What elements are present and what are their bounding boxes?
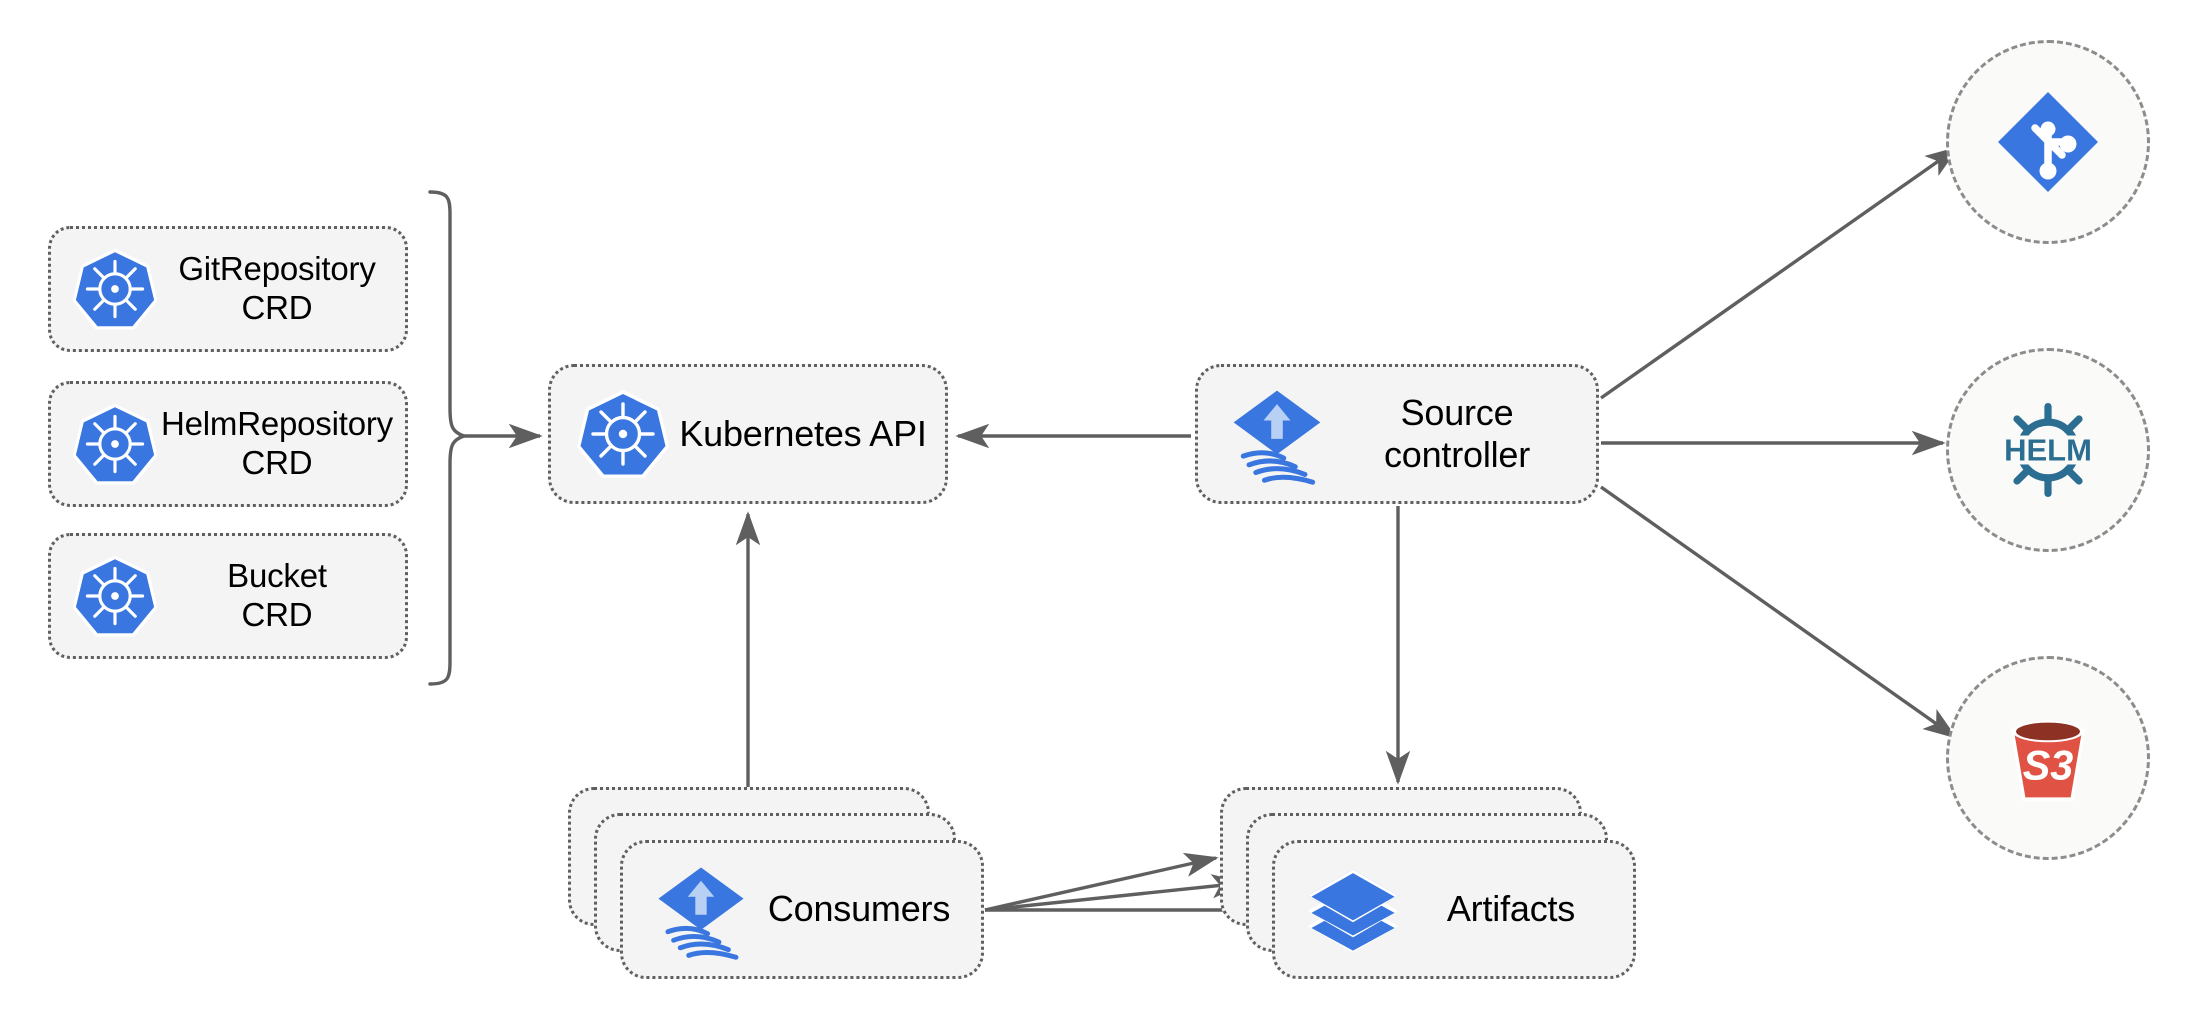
- edge-consumers-to-artifacts-middle: [984, 874, 1246, 912]
- edge-source-to-git: [1600, 146, 1960, 400]
- node-label: Artifacts: [1446, 888, 1576, 930]
- node-label: Kubernetes API: [679, 412, 927, 454]
- node-label: Consumers: [767, 888, 951, 930]
- node-consumers-stack[interactable]: Consumers: [568, 787, 988, 982]
- layers-icon: [1301, 858, 1405, 962]
- node-git-target[interactable]: [1946, 40, 2150, 244]
- kubernetes-icon: [69, 398, 161, 490]
- kubernetes-icon: [69, 550, 161, 642]
- kubernetes-icon: [573, 384, 673, 484]
- flux-icon: [1224, 381, 1330, 487]
- helm-icon: HELM: [1986, 388, 2110, 512]
- crd-group-brace: [428, 190, 470, 686]
- node-kubernetes-api[interactable]: Kubernetes API: [548, 364, 948, 504]
- node-label: GitRepository CRD: [178, 250, 376, 326]
- node-label: Source controller: [1383, 391, 1531, 475]
- kubernetes-icon: [69, 243, 161, 335]
- flux-icon: [649, 858, 753, 962]
- node-label: HelmRepository CRD: [161, 405, 393, 481]
- node-s3-target[interactable]: S3: [1946, 656, 2150, 860]
- edge-source-to-s3: [1600, 485, 1958, 739]
- helm-label: HELM: [2004, 432, 2092, 467]
- node-label: Bucket CRD: [227, 557, 327, 633]
- git-icon: [1988, 82, 2108, 202]
- node-source-controller[interactable]: Source controller: [1195, 364, 1599, 504]
- edge-consumers-to-artifacts-back: [984, 852, 1219, 912]
- consumers-card-front[interactable]: Consumers: [620, 840, 984, 979]
- node-helmrepository-crd[interactable]: HelmRepository CRD: [48, 381, 408, 507]
- artifacts-card-front[interactable]: Artifacts: [1272, 840, 1636, 979]
- s3-label: S3: [2023, 743, 2074, 789]
- node-bucket-crd[interactable]: Bucket CRD: [48, 533, 408, 659]
- s3-icon: S3: [1989, 699, 2107, 817]
- node-artifacts-stack[interactable]: Artifacts: [1220, 787, 1640, 982]
- node-helm-target[interactable]: HELM: [1946, 348, 2150, 552]
- node-gitrepository-crd[interactable]: GitRepository CRD: [48, 226, 408, 352]
